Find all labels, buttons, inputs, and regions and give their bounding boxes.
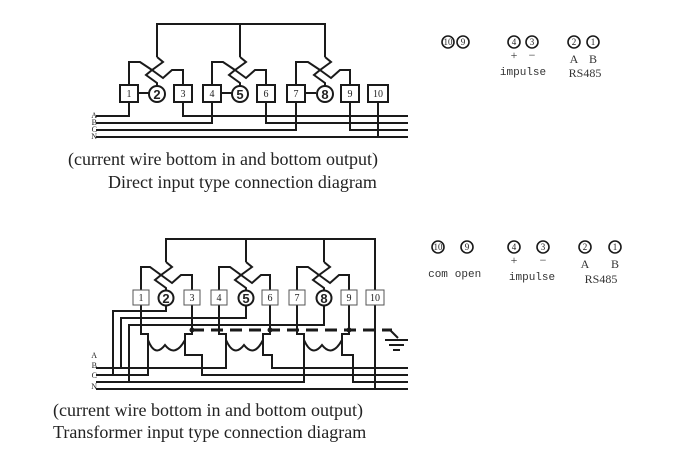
svg-text:10: 10 xyxy=(444,37,454,47)
phase-line-b xyxy=(96,102,213,124)
phase-line-a-out xyxy=(182,102,408,117)
ground-icon xyxy=(385,329,408,351)
current-transformer-2 xyxy=(96,305,408,369)
voltage-coil-3 xyxy=(296,261,350,290)
terminal-5: 5 xyxy=(231,85,249,103)
svg-text:8: 8 xyxy=(321,87,328,102)
svg-text:A: A xyxy=(581,257,590,271)
open-label: open xyxy=(455,269,481,281)
svg-text:8: 8 xyxy=(320,291,327,306)
svg-text:2: 2 xyxy=(153,87,160,102)
svg-text:5: 5 xyxy=(242,291,249,306)
terminal-4: 4 xyxy=(202,84,222,103)
svg-text:3: 3 xyxy=(181,89,186,100)
svg-text:4: 4 xyxy=(512,242,517,252)
svg-text:1: 1 xyxy=(591,37,596,47)
svg-text:6: 6 xyxy=(264,89,269,100)
terminal-9: 9 xyxy=(340,289,358,306)
terminal-4: 4 xyxy=(210,289,228,306)
svg-text:+: + xyxy=(511,48,518,62)
svg-text:−: − xyxy=(529,48,536,62)
phase-label-c: C xyxy=(92,371,97,380)
terminal-6: 6 xyxy=(261,289,279,306)
svg-text:10: 10 xyxy=(434,242,444,252)
direct-input-diagram: 1 2 3 4 5 6 7 8 xyxy=(68,23,602,192)
svg-text:10: 10 xyxy=(370,293,380,304)
terminal-7: 7 xyxy=(286,84,306,103)
terminal-1: 1 xyxy=(132,289,150,306)
svg-text:2: 2 xyxy=(572,37,577,47)
terminal-2: 2 xyxy=(148,85,166,103)
svg-text:9: 9 xyxy=(348,89,353,100)
svg-text:5: 5 xyxy=(236,87,243,102)
terminal-9: 9 xyxy=(340,84,360,103)
phase-line-c-out xyxy=(349,102,408,131)
com-label: com xyxy=(428,269,448,281)
aux-terminals: 10 9 4 3 + − impulse 2 1 A B RS485 xyxy=(441,35,602,80)
top-bus-wire xyxy=(165,238,376,290)
svg-text:−: − xyxy=(540,253,547,267)
svg-text:B: B xyxy=(589,52,597,66)
phase-label-c: C xyxy=(92,125,97,134)
svg-text:2: 2 xyxy=(583,242,588,252)
terminal-1: 1 xyxy=(119,84,139,103)
svg-text:9: 9 xyxy=(465,242,470,252)
aux-terminals: 10 9 com open 4 3 + − impulse 2 1 A B RS… xyxy=(428,240,622,286)
caption-line-1: (current wire bottom in and bottom outpu… xyxy=(53,400,363,421)
svg-text:1: 1 xyxy=(139,293,144,304)
rs485-label: RS485 xyxy=(585,272,618,286)
terminal-8: 8 xyxy=(315,289,333,307)
terminal-10: 10 xyxy=(365,289,385,306)
svg-text:+: + xyxy=(511,253,518,267)
terminal-3: 3 xyxy=(173,84,193,103)
caption-line-1: (current wire bottom in and bottom outpu… xyxy=(68,149,378,170)
phase-label-b: B xyxy=(92,361,97,370)
voltage-coil-1 xyxy=(140,261,193,290)
svg-text:1: 1 xyxy=(127,89,132,100)
terminal-5: 5 xyxy=(237,289,255,307)
svg-text:10: 10 xyxy=(373,89,383,100)
svg-text:7: 7 xyxy=(294,89,299,100)
phase-line-a xyxy=(96,102,130,117)
neutral-line xyxy=(96,305,408,390)
impulse-label: impulse xyxy=(500,67,546,79)
phase-label-n: N xyxy=(91,382,97,391)
phase-line-b-out xyxy=(265,102,408,124)
phase-label-b: B xyxy=(92,118,97,127)
terminal-2: 2 xyxy=(157,289,175,307)
caption-line-2: Transformer input type connection diagra… xyxy=(53,422,366,442)
svg-text:3: 3 xyxy=(541,242,546,252)
svg-text:A: A xyxy=(570,52,579,66)
terminal-3: 3 xyxy=(183,289,201,306)
svg-text:2: 2 xyxy=(162,291,169,306)
svg-text:4: 4 xyxy=(512,37,517,47)
svg-text:3: 3 xyxy=(190,293,195,304)
phase-label-a: A xyxy=(91,111,97,120)
phase-line-c xyxy=(96,102,297,131)
svg-text:9: 9 xyxy=(461,37,466,47)
svg-text:6: 6 xyxy=(268,293,273,304)
terminal-10: 10 xyxy=(367,84,389,103)
phase-label-n: N xyxy=(91,132,97,141)
terminal-8: 8 xyxy=(316,85,334,103)
top-bus-wire xyxy=(156,23,326,57)
svg-text:7: 7 xyxy=(295,293,300,304)
neutral-line xyxy=(96,102,408,138)
svg-text:3: 3 xyxy=(530,37,535,47)
svg-text:B: B xyxy=(611,257,619,271)
svg-text:4: 4 xyxy=(210,89,215,100)
caption-line-2: Direct input type connection diagram xyxy=(108,172,377,192)
rs485-label: RS485 xyxy=(569,66,602,80)
transformer-input-diagram: 1 2 3 4 5 6 7 8 xyxy=(53,238,622,442)
svg-text:9: 9 xyxy=(347,293,352,304)
terminal-7: 7 xyxy=(288,289,306,306)
current-transformer-3 xyxy=(96,305,408,383)
current-transformer-1 xyxy=(96,305,408,376)
phase-label-a: A xyxy=(91,351,97,360)
svg-text:1: 1 xyxy=(613,242,618,252)
impulse-label: impulse xyxy=(509,272,555,284)
terminal-6: 6 xyxy=(256,84,276,103)
voltage-coil-2 xyxy=(218,261,271,290)
svg-text:4: 4 xyxy=(217,293,222,304)
